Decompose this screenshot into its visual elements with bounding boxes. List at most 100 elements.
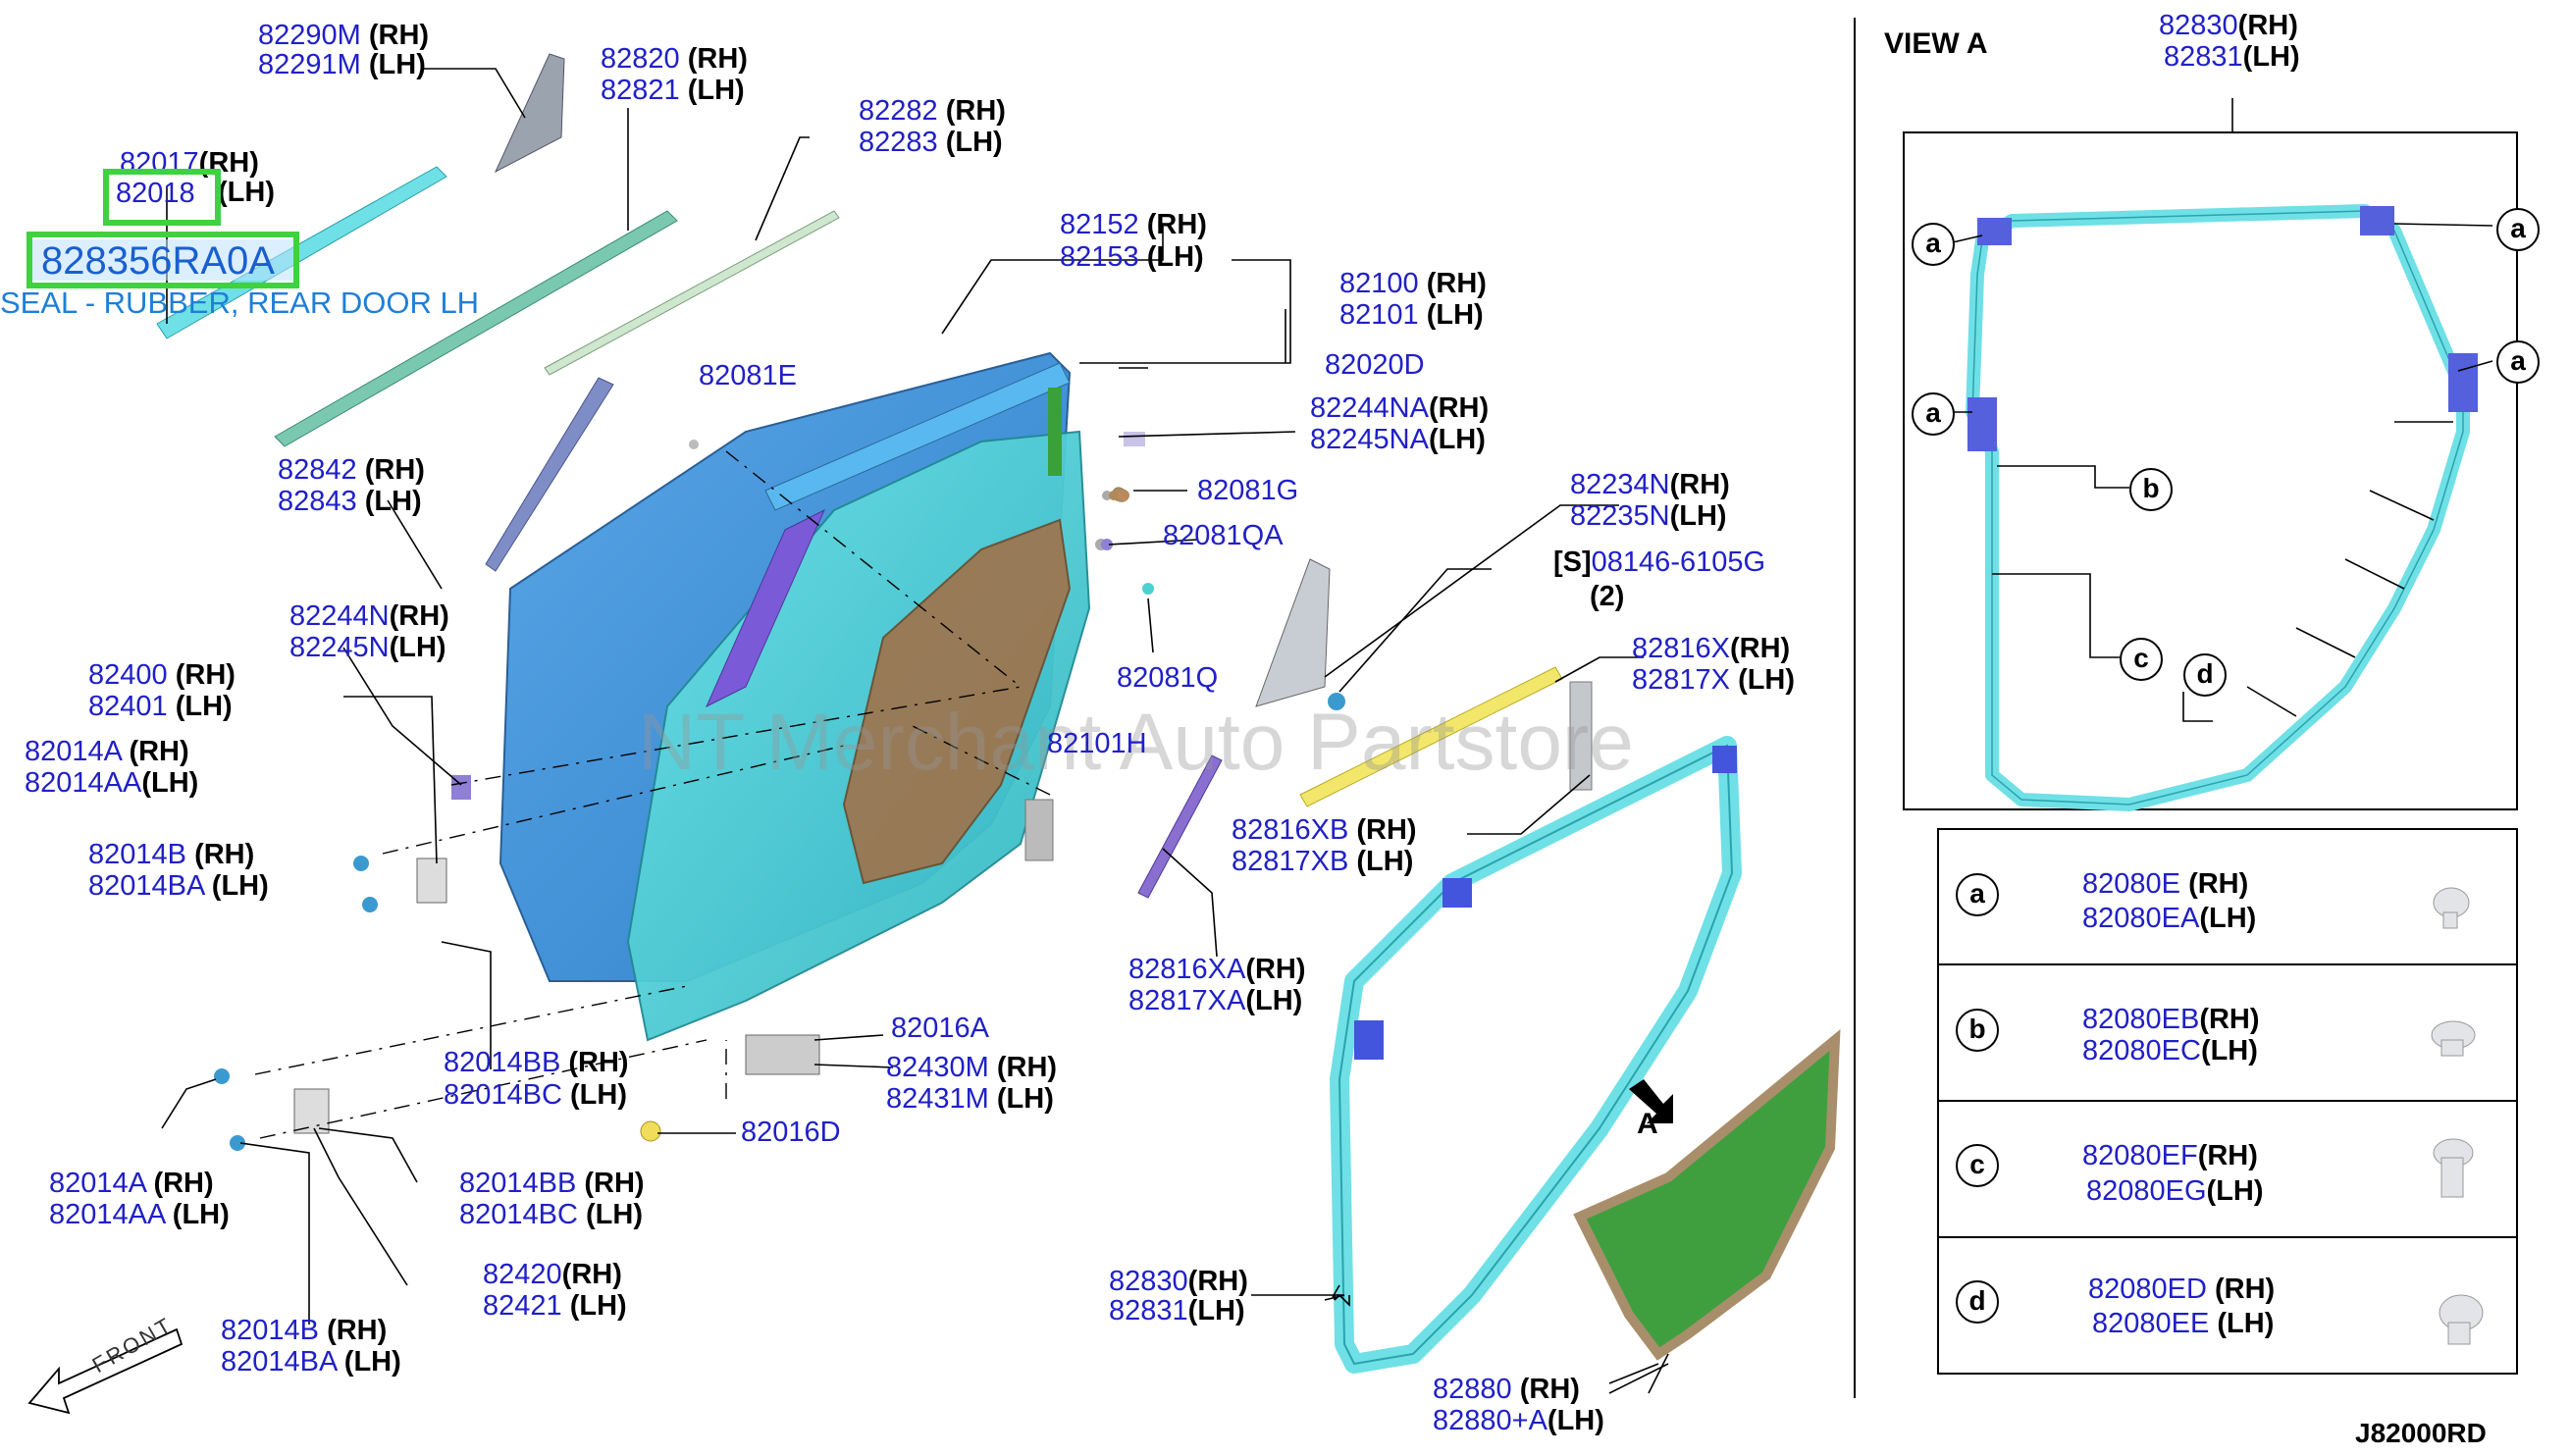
seal-clip — [1712, 746, 1737, 773]
part-label: 82431M (LH) — [886, 1083, 1054, 1115]
part-label: 82421 (LH) — [483, 1290, 627, 1322]
part-label: 82842 (RH) — [278, 454, 425, 486]
part-label: 82245N(LH) — [289, 632, 446, 663]
part-label: 82014A (RH) — [25, 736, 189, 767]
clip-82081E — [689, 440, 699, 449]
leader-lines — [161, 68, 1669, 1394]
part-label: 82152 (RH) — [1060, 209, 1207, 240]
highlight-part: 82018 — [116, 178, 195, 209]
door-reinforcement — [842, 518, 1072, 885]
part-label: 82081Q — [1117, 662, 1219, 694]
part-label: 82014BC (LH) — [459, 1199, 643, 1230]
arrow-a-label: A — [1637, 1108, 1658, 1140]
part-label: 82016D — [741, 1117, 841, 1148]
part-label: 82244N(RH) — [289, 600, 449, 632]
part-label: 82081E — [699, 360, 797, 391]
part-label: 82400 (RH) — [88, 659, 236, 691]
view-a-frame — [1903, 131, 2518, 810]
part-label: 82014AA(LH) — [25, 767, 199, 799]
part-label: 82244NA(RH) — [1310, 392, 1490, 424]
bolt — [362, 897, 378, 912]
bolt — [353, 856, 369, 871]
part-label: 82291M (LH) — [258, 49, 426, 80]
latch-82430M — [745, 1034, 820, 1075]
front-arrow — [27, 1327, 184, 1415]
view-a-callout-d: d — [2183, 653, 2227, 697]
highlight-box-number — [26, 232, 299, 288]
part-label: 82081G — [1197, 475, 1299, 506]
part-label: 82014AA (LH) — [49, 1199, 230, 1230]
bumper-82016D — [640, 1120, 661, 1142]
green-channel — [1048, 388, 1062, 476]
watershield-82880 — [1573, 1028, 1841, 1361]
part-label: 82283 (LH) — [859, 127, 1003, 158]
highlight-box-part — [103, 169, 221, 226]
part-label: 82153 (LH) — [1060, 241, 1204, 273]
legend-rh: 82080EB(RH) — [2082, 1004, 2260, 1035]
part-label: 82234N(RH) — [1570, 469, 1730, 500]
part-label: 82014BB (RH) — [444, 1047, 629, 1078]
part-label: 82014BA (LH) — [88, 870, 269, 902]
part-label: [S]08146-6105G — [1553, 546, 1766, 578]
part-label: 82014BA (LH) — [221, 1346, 401, 1378]
grommet-82081G — [1118, 490, 1129, 501]
arrow-a — [1629, 1079, 1673, 1123]
part-label: 82831(LH) — [2164, 41, 2300, 73]
strip-82842 — [485, 377, 614, 572]
legend-rh: 82080EF(RH) — [2082, 1140, 2258, 1171]
bolt — [214, 1068, 230, 1084]
part-label: 82817X (LH) — [1632, 664, 1796, 696]
bracket-82244NA — [1124, 432, 1145, 446]
view-a-seal — [1966, 204, 2470, 811]
corner-82290M — [494, 53, 565, 174]
part-label: 82290M (RH) — [258, 20, 430, 51]
molding-82282 — [544, 210, 840, 376]
part-82101H — [1024, 799, 1054, 861]
sash-strip-purple — [705, 508, 826, 708]
part-label: 82817XB (LH) — [1232, 846, 1414, 877]
part-label: 82817XA(LH) — [1128, 985, 1303, 1016]
part-label: 82014B (RH) — [221, 1315, 388, 1346]
seal-clip — [1354, 1020, 1384, 1060]
view-a-clip — [2360, 206, 2394, 235]
part-label: 82401 (LH) — [88, 691, 233, 722]
highlight-part-number: 828356RA0A — [41, 239, 275, 283]
highlight-description: SEAL - RUBBER, REAR DOOR LH — [0, 286, 480, 320]
part-label: 82420(RH) — [483, 1259, 622, 1290]
strip-82816XA — [1137, 754, 1223, 899]
molding-82017 — [156, 166, 447, 339]
part-label: 82016A — [891, 1013, 989, 1044]
view-a-callout-a: a — [2496, 208, 2540, 251]
part-label: 82880+A(LH) — [1433, 1405, 1604, 1436]
hinge-lower — [293, 1088, 330, 1134]
view-a-leaders — [1952, 98, 2493, 722]
part-label: 82282 (RH) — [859, 95, 1006, 127]
part-label: (LH) — [218, 177, 275, 208]
view-a-clip — [1977, 218, 2012, 245]
clip-82081Q — [1142, 583, 1154, 595]
part-label: 82014BC (LH) — [444, 1079, 627, 1111]
watermark: NT Merchant Auto Partstore — [638, 698, 1634, 787]
part-label: 82235N(LH) — [1570, 500, 1727, 532]
legend-table — [1937, 828, 2518, 1375]
part-label: 82245NA(LH) — [1310, 424, 1486, 455]
part-label: 82816X(RH) — [1632, 633, 1791, 664]
part-label: 82014BB (RH) — [459, 1168, 645, 1199]
legend-rh: 82080E (RH) — [2082, 868, 2249, 900]
part-label: 82014B (RH) — [88, 839, 255, 870]
diagram-code: J82000RD — [2355, 1418, 2487, 1448]
molding-82820 — [274, 210, 678, 447]
legend-rh: 82080ED (RH) — [2088, 1274, 2276, 1305]
part-label: 82020D — [1325, 349, 1425, 381]
legend-key: c — [1956, 1144, 1999, 1187]
part-label: 82101 (LH) — [1339, 299, 1484, 331]
part-label: 82430M (RH) — [886, 1052, 1058, 1083]
part-label: (2) — [1590, 581, 1625, 612]
part-label: 82101H — [1047, 728, 1147, 759]
view-a-clip — [2448, 353, 2478, 412]
part-label: 82830(RH) — [1109, 1266, 1248, 1297]
part-label: 82843 (LH) — [278, 486, 422, 517]
hinge-upper — [416, 858, 447, 904]
view-a-callout-a: a — [2496, 340, 2540, 384]
